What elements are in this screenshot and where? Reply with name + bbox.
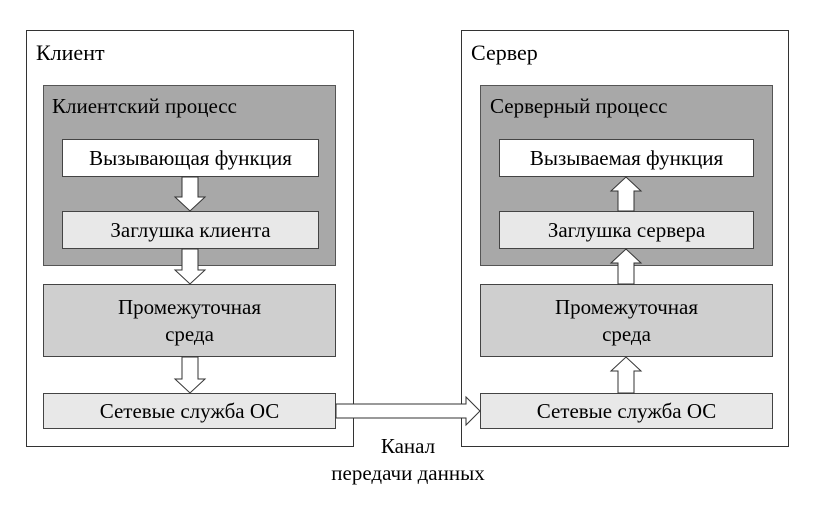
client-process-title: Клиентский процесс xyxy=(52,94,237,118)
client-middleware-line1: Промежуточная xyxy=(117,295,262,320)
server-stub-box: Заглушка сервера xyxy=(499,211,754,249)
server-title: Сервер xyxy=(471,40,538,65)
client-title: Клиент xyxy=(36,40,105,65)
channel-caption: Канал передачи данных xyxy=(308,433,508,488)
arrow-up-icon xyxy=(609,176,643,212)
arrow-down-icon xyxy=(173,176,207,212)
server-middleware-box: Промежуточная среда xyxy=(480,284,773,357)
arrow-down-icon xyxy=(173,356,207,394)
arrow-down-icon xyxy=(173,248,207,285)
arrow-up-icon xyxy=(609,248,643,285)
server-process-title: Серверный процесс xyxy=(490,94,668,118)
client-os-network-box: Сетевые служба ОС xyxy=(43,393,336,429)
called-function-box: Вызываемая функция xyxy=(499,139,754,177)
server-middleware-line2: среда xyxy=(602,321,651,346)
client-middleware-line2: среда xyxy=(165,321,214,346)
client-stub-box: Заглушка клиента xyxy=(62,211,319,249)
server-os-network-box: Сетевые служба ОС xyxy=(480,393,773,429)
calling-function-box: Вызывающая функция xyxy=(62,139,319,177)
arrow-right-icon xyxy=(335,395,481,427)
arrow-up-icon xyxy=(609,356,643,394)
server-middleware-line1: Промежуточная xyxy=(554,295,699,320)
channel-caption-line1: Канал xyxy=(380,434,436,458)
channel-caption-line2: передачи данных xyxy=(331,461,485,486)
